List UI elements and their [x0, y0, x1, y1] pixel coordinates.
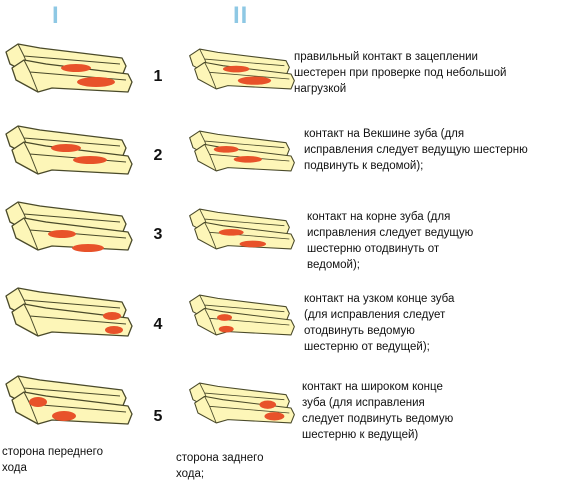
- contact-patch: [239, 240, 267, 248]
- contact-patch: [51, 144, 81, 152]
- row-number-5: 5: [153, 408, 163, 425]
- contact-patch: [73, 156, 107, 164]
- contact-patch: [103, 312, 121, 320]
- row-description-4: контакт на узком конце зуба (для исправл…: [304, 293, 455, 353]
- contact-patch: [217, 314, 233, 321]
- drive-side-caption: сторона переднего хода: [2, 446, 103, 474]
- column-header-i: I: [52, 2, 60, 29]
- row-description-2: контакт на Векшине зуба (для исправления…: [304, 128, 528, 172]
- contact-patch: [48, 230, 76, 238]
- coast-side-caption: сторона заднего хода;: [176, 452, 264, 480]
- tooth-coast-side-3: [189, 208, 295, 250]
- contact-patch: [29, 397, 47, 407]
- contact-patch: [218, 325, 234, 333]
- tooth-coast-side-1: [189, 48, 295, 90]
- contact-patch: [213, 146, 239, 153]
- row-number-4: 4: [153, 316, 163, 333]
- contact-patch: [72, 244, 104, 252]
- tooth-drive-side-4: [5, 287, 133, 337]
- tooth-drive-side-1: [5, 43, 133, 93]
- tooth-drive-side-3: [5, 201, 133, 252]
- contact-patch: [61, 64, 91, 72]
- tooth-coast-side-2: [189, 130, 295, 172]
- contact-patch: [233, 156, 262, 163]
- row-number-3: 3: [153, 226, 163, 243]
- tooth-coast-side-4: [189, 294, 295, 336]
- column-header-ii: II: [233, 2, 249, 29]
- contact-patch: [52, 411, 76, 421]
- contact-patch: [222, 65, 250, 73]
- row-description-3: контакт на корне зуба (для исправления с…: [307, 211, 474, 271]
- contact-patch: [259, 400, 277, 409]
- contact-patch: [105, 326, 123, 334]
- tooth-coast-side-5: [189, 382, 295, 424]
- contact-patch: [264, 412, 285, 421]
- contact-patch: [237, 76, 272, 85]
- contact-patch: [218, 229, 244, 236]
- tooth-drive-side-5: [5, 375, 133, 425]
- row-number-2: 2: [153, 147, 163, 164]
- tooth-drive-side-2: [5, 125, 133, 175]
- contact-patch: [77, 77, 115, 87]
- row-description-5: контакт на широком конце зуба (для испра…: [302, 381, 454, 441]
- row-description-1: правильный контакт в зацеплении шестерен…: [294, 51, 507, 95]
- row-number-1: 1: [153, 68, 163, 85]
